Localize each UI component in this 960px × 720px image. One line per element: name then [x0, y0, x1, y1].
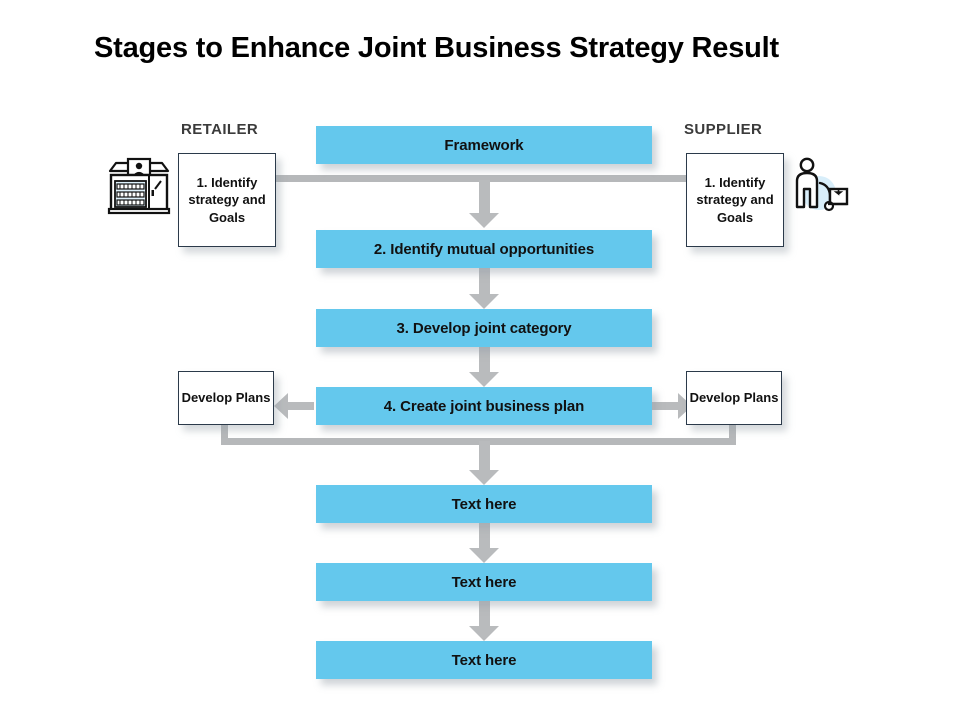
connector-retailer-supplier [272, 175, 688, 182]
flow-step-3[interactable]: 3. Develop joint category [316, 309, 652, 347]
retailer-identify-box[interactable]: 1. Identify strategy and Goals [178, 153, 276, 247]
flow-step-4[interactable]: 4. Create joint business plan [316, 387, 652, 425]
arrow-bracket-to-text1 [469, 441, 499, 485]
arrow-text1-to-text2 [469, 523, 499, 563]
flow-step-label: Text here [451, 495, 517, 513]
column-label-supplier: SUPPLIER [684, 121, 763, 138]
flow-step-label: Text here [451, 573, 517, 591]
flow-step-text-1[interactable]: Text here [316, 485, 652, 523]
flow-step-label: 2. Identify mutual opportunities [373, 240, 595, 258]
arrow-framework-to-step2 [469, 180, 499, 228]
supplier-develop-plans-box[interactable]: Develop Plans [686, 371, 782, 425]
retailer-develop-plans-label: Develop Plans [181, 390, 271, 406]
supplier-identify-label: 1. Identify strategy and Goals [696, 175, 774, 225]
flow-step-label: Framework [444, 136, 524, 154]
storefront-icon [106, 157, 172, 215]
flow-step-label: 3. Develop joint category [396, 319, 572, 337]
retailer-develop-plans-box[interactable]: Develop Plans [178, 371, 274, 425]
flow-step-text-2[interactable]: Text here [316, 563, 652, 601]
arrow-text2-to-text3 [469, 601, 499, 641]
supplier-identify-box[interactable]: 1. Identify strategy and Goals [686, 153, 784, 247]
flow-step-label: Text here [451, 651, 517, 669]
arrow-step3-to-step4 [469, 347, 499, 387]
supplier-develop-plans-label: Develop Plans [689, 390, 779, 406]
arrow-step4-to-left-plans [274, 393, 316, 419]
flow-step-framework[interactable]: Framework [316, 126, 652, 164]
page-title: Stages to Enhance Joint Business Strateg… [94, 32, 779, 64]
connector-plans-right-stem [729, 423, 736, 445]
retailer-identify-label: 1. Identify strategy and Goals [188, 175, 266, 225]
flow-step-label: 4. Create joint business plan [383, 397, 585, 415]
connector-plans-bridge [221, 438, 736, 445]
arrow-step2-to-step3 [469, 268, 499, 309]
delivery-person-icon [789, 155, 851, 217]
connector-plans-left-stem [221, 423, 228, 445]
flow-step-text-3[interactable]: Text here [316, 641, 652, 679]
column-label-retailer: RETAILER [181, 121, 259, 138]
flow-step-2[interactable]: 2. Identify mutual opportunities [316, 230, 652, 268]
